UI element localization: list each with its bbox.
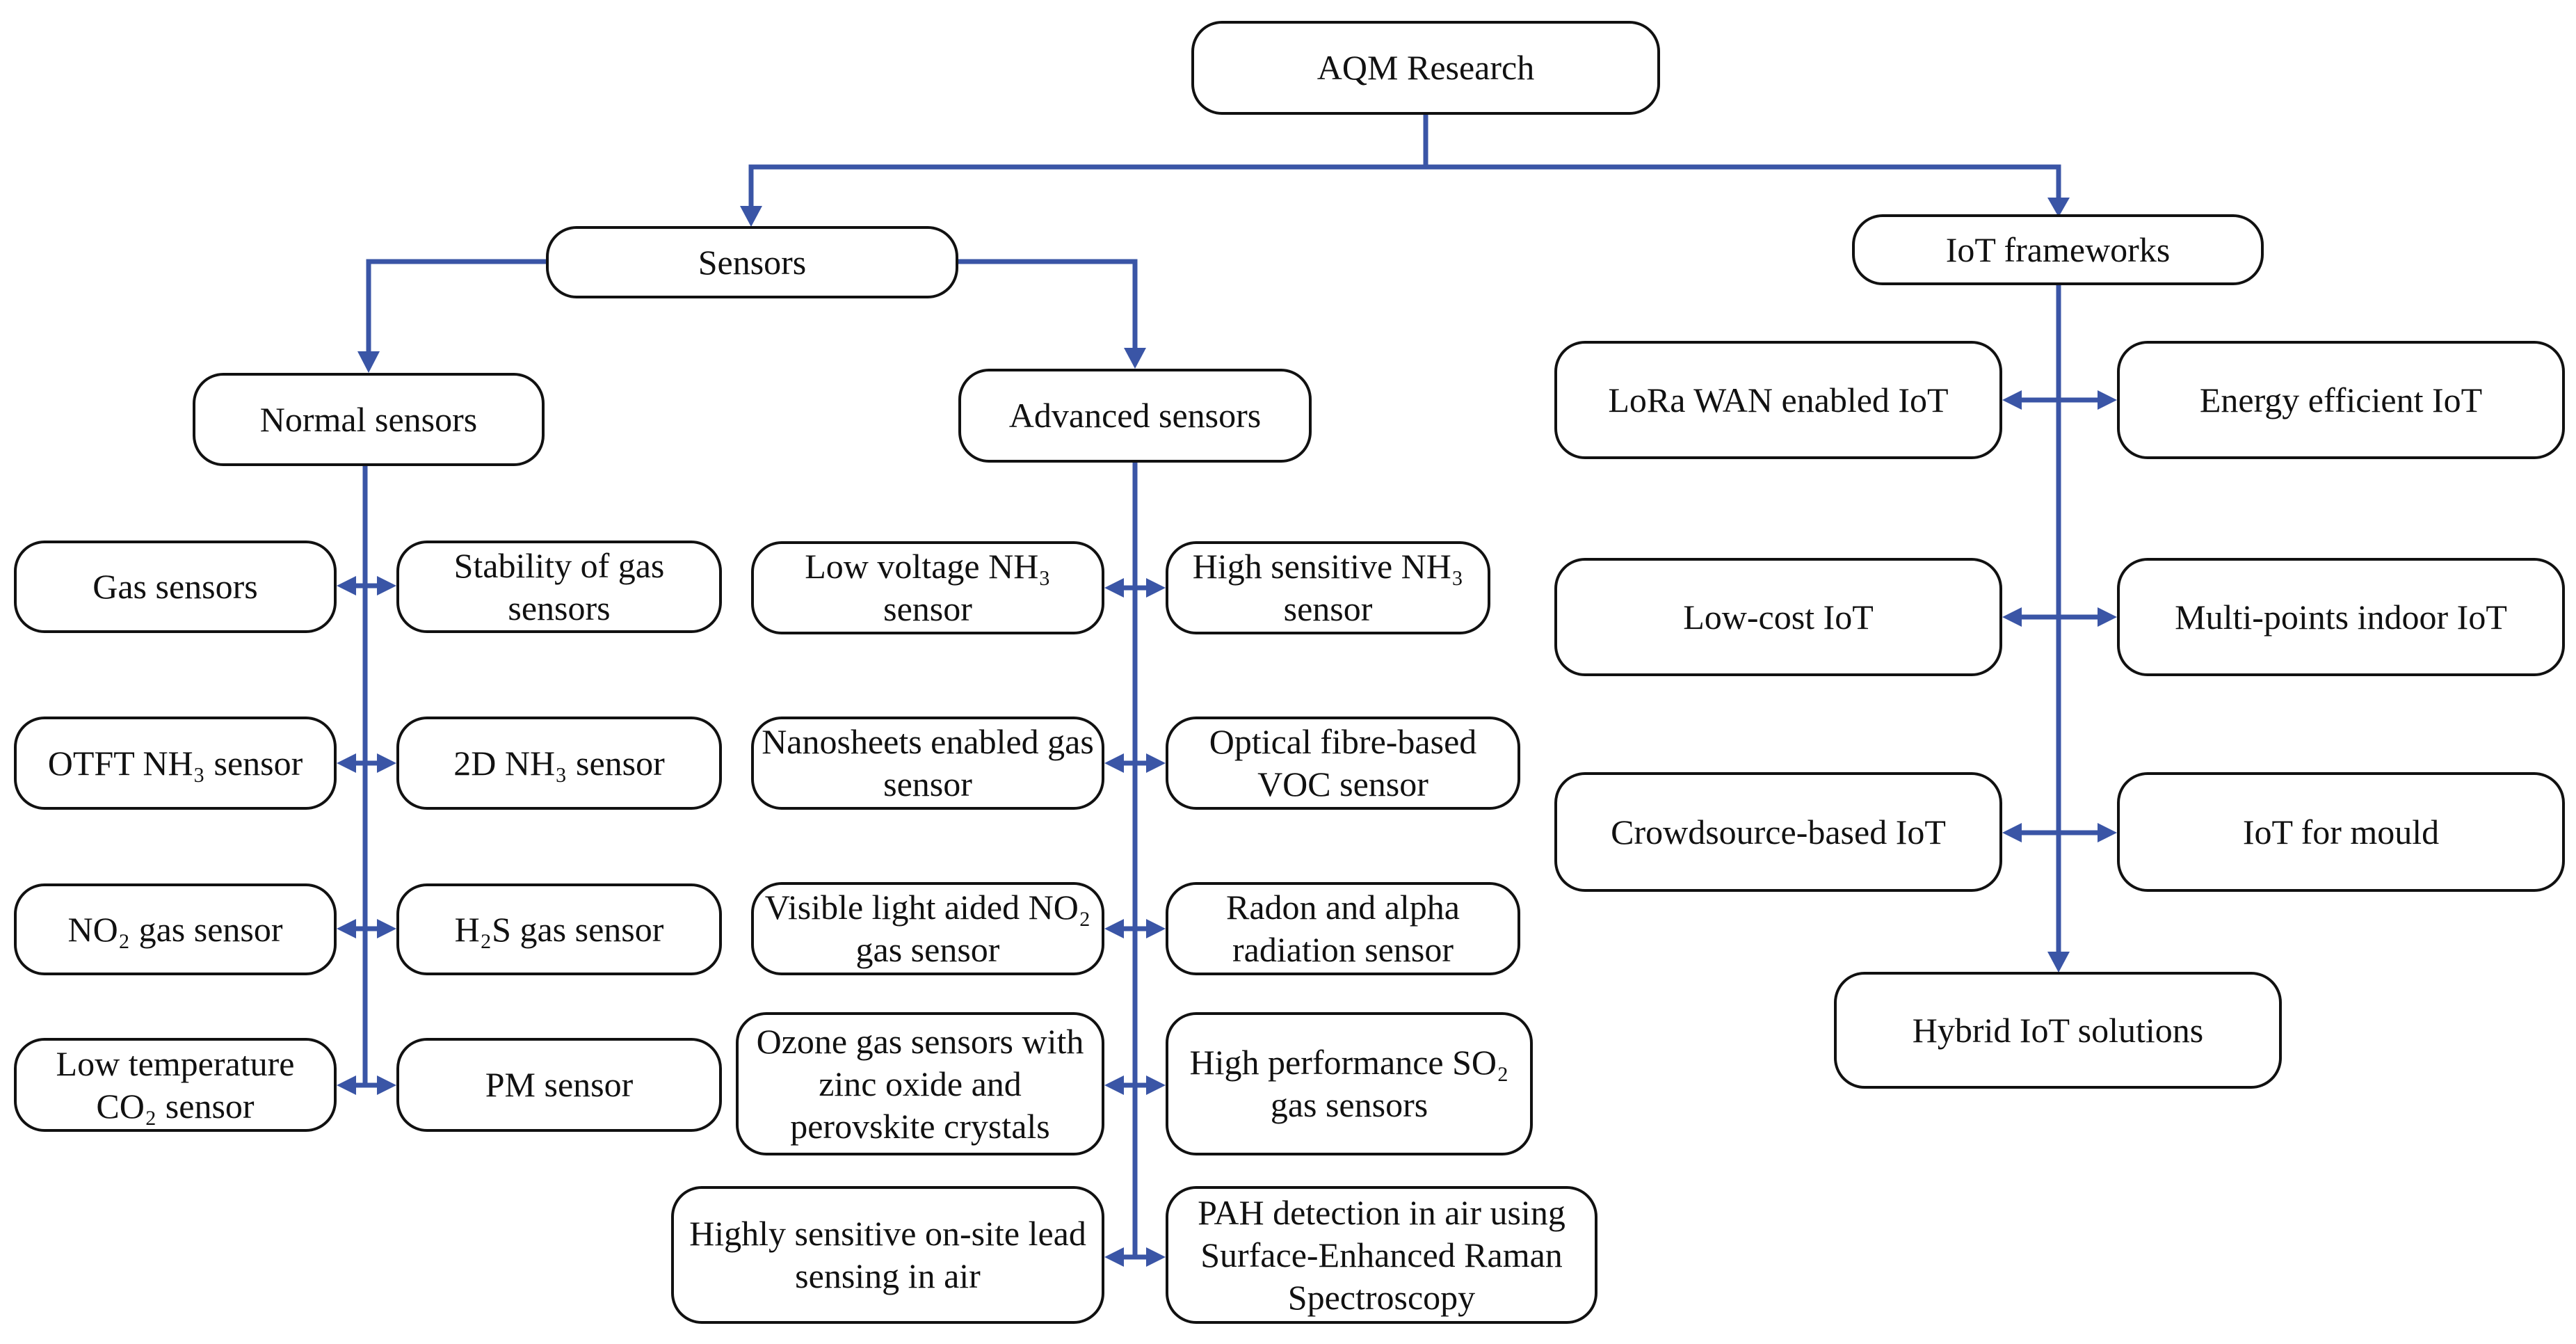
connector-iot-branches: [2011, 397, 2107, 835]
node-label: Optical fibre-based VOC sensor: [1209, 722, 1477, 803]
arrowhead-adv-r3: [1146, 919, 1166, 938]
node-pm-sensor: PM sensor: [396, 1038, 722, 1132]
arrowhead-adv-l1: [1104, 578, 1124, 598]
node-hybrid-iot: Hybrid IoT solutions: [1834, 972, 2282, 1089]
arrowhead-iot: [2047, 198, 2070, 217]
node-label: Energy efficient IoT: [2199, 380, 2483, 419]
arrowhead-normal-r2: [377, 753, 396, 773]
node-multi-points-indoor-iot: Multi-points indoor IoT: [2117, 558, 2565, 676]
node-high-performance-so2: High performance SO₂ gas sensors: [1166, 1012, 1533, 1155]
node-lora-wan-iot: LoRa WAN enabled IoT: [1554, 341, 2002, 459]
node-label: High performance SO₂ gas sensors: [1189, 1043, 1509, 1124]
arrowhead-sensors: [740, 206, 762, 227]
node-label: Gas sensors: [92, 567, 258, 606]
node-label: OTFT NH₃ sensor: [47, 743, 303, 783]
node-label: Radon and alpha radiation sensor: [1225, 888, 1460, 969]
arrowhead-adv-l3: [1104, 919, 1124, 938]
node-label: Ozone gas sensors with zinc oxide and pe…: [756, 1021, 1084, 1146]
arrowhead-iot-r3: [2098, 823, 2117, 842]
node-radon-alpha: Radon and alpha radiation sensor: [1166, 882, 1520, 975]
node-otft-nh3-sensor: OTFT NH₃ sensor: [14, 717, 337, 810]
node-label: Low temperature CO₂ sensor: [56, 1043, 295, 1126]
connector-normal-branches: [345, 583, 385, 1088]
node-label: PAH detection in air using Surface-Enhan…: [1198, 1192, 1565, 1317]
connector-advanced-branches: [1110, 585, 1157, 1260]
arrowhead-iot-r2: [2098, 607, 2117, 627]
arrowhead-adv-r5: [1146, 1247, 1166, 1267]
arrowhead-iot-hybrid: [2047, 952, 2070, 973]
node-label: Advanced sensors: [1008, 396, 1262, 435]
node-optical-fibre-voc: Optical fibre-based VOC sensor: [1166, 717, 1520, 810]
node-high-sensitive-nh3: High sensitive NH₃ sensor: [1166, 541, 1490, 634]
arrowhead-normal-l1: [337, 576, 356, 595]
node-aqm-research: AQM Research: [1191, 21, 1660, 115]
arrowhead-advanced: [1124, 348, 1146, 369]
node-label: High sensitive NH₃ sensor: [1192, 547, 1464, 628]
arrowhead-normal-r4: [377, 1075, 396, 1095]
node-low-cost-iot: Low-cost IoT: [1554, 558, 2002, 676]
arrowhead-normal: [357, 351, 380, 373]
node-label: Low-cost IoT: [1683, 597, 1874, 637]
arrowhead-normal-l3: [337, 919, 356, 938]
node-label: LoRa WAN enabled IoT: [1608, 380, 1949, 419]
node-label: H₂S gas sensor: [454, 909, 664, 949]
arrowhead-normal-l4: [337, 1075, 356, 1095]
node-iot-for-mould: IoT for mould: [2117, 772, 2565, 892]
arrowhead-adv-l2: [1104, 753, 1124, 773]
node-label: Crowdsource-based IoT: [1611, 812, 1946, 851]
arrowhead-iot-r1: [2098, 390, 2117, 410]
arrowhead-adv-r2: [1146, 753, 1166, 773]
node-advanced-sensors: Advanced sensors: [958, 369, 1312, 463]
node-crowdsource-iot: Crowdsource-based IoT: [1554, 772, 2002, 892]
node-label: Sensors: [698, 242, 807, 282]
arrowhead-iot-l2: [2002, 607, 2022, 627]
node-sensors: Sensors: [546, 226, 958, 298]
node-stability-gas-sensors: Stability of gas sensors: [396, 541, 722, 633]
node-no2-gas-sensor: NO₂ gas sensor: [14, 883, 337, 975]
node-label: Multi-points indoor IoT: [2175, 597, 2507, 637]
node-energy-efficient-iot: Energy efficient IoT: [2117, 341, 2565, 459]
arrowhead-normal-r3: [377, 919, 396, 938]
node-pah-detection: PAH detection in air using Surface-Enhan…: [1166, 1186, 1597, 1324]
node-label: IoT frameworks: [1945, 230, 2171, 269]
node-label: NO₂ gas sensor: [67, 909, 283, 949]
node-ozone-gas-sensors: Ozone gas sensors with zinc oxide and pe…: [736, 1012, 1104, 1155]
arrowhead-normal-l2: [337, 753, 356, 773]
node-label: Hybrid IoT solutions: [1912, 1010, 2204, 1050]
node-visible-light-no2: Visible light aided NO₂ gas sensor: [751, 882, 1104, 975]
arrowhead-normal-r1: [377, 576, 396, 595]
arrowhead-iot-l1: [2002, 390, 2022, 410]
node-label: Visible light aided NO₂ gas sensor: [764, 888, 1091, 969]
arrowhead-adv-l4: [1104, 1075, 1124, 1095]
node-low-voltage-nh3: Low voltage NH₃ sensor: [751, 541, 1104, 634]
node-label: PM sensor: [485, 1065, 634, 1104]
node-label: Nanosheets enabled gas sensor: [762, 722, 1094, 803]
arrowhead-adv-r1: [1146, 578, 1166, 598]
node-label: Stability of gas sensors: [453, 545, 665, 627]
connector-sensors-split: [366, 259, 1138, 358]
node-label: 2D NH₃ sensor: [453, 743, 665, 783]
node-normal-sensors: Normal sensors: [193, 373, 545, 466]
node-gas-sensors: Gas sensors: [14, 541, 337, 633]
node-h2s-gas-sensor: H₂S gas sensor: [396, 883, 722, 975]
node-label: Low voltage NH₃ sensor: [805, 547, 1051, 628]
node-nanosheets-gas-sensor: Nanosheets enabled gas sensor: [751, 717, 1104, 810]
arrowhead-adv-l5: [1104, 1247, 1124, 1267]
arrowhead-adv-r4: [1146, 1075, 1166, 1095]
connector-root-split: [748, 114, 2061, 215]
node-2d-nh3-sensor: 2D NH₃ sensor: [396, 717, 722, 810]
node-low-temp-co2-sensor: Low temperature CO₂ sensor: [14, 1038, 337, 1132]
arrowhead-iot-l3: [2002, 823, 2022, 842]
node-label: IoT for mould: [2242, 812, 2440, 851]
node-label: Highly sensitive on-site lead sensing in…: [689, 1214, 1086, 1295]
node-iot-frameworks: IoT frameworks: [1852, 214, 2264, 285]
node-label: Normal sensors: [259, 399, 478, 439]
node-lead-sensing: Highly sensitive on-site lead sensing in…: [671, 1186, 1104, 1324]
node-label: AQM Research: [1317, 48, 1535, 87]
